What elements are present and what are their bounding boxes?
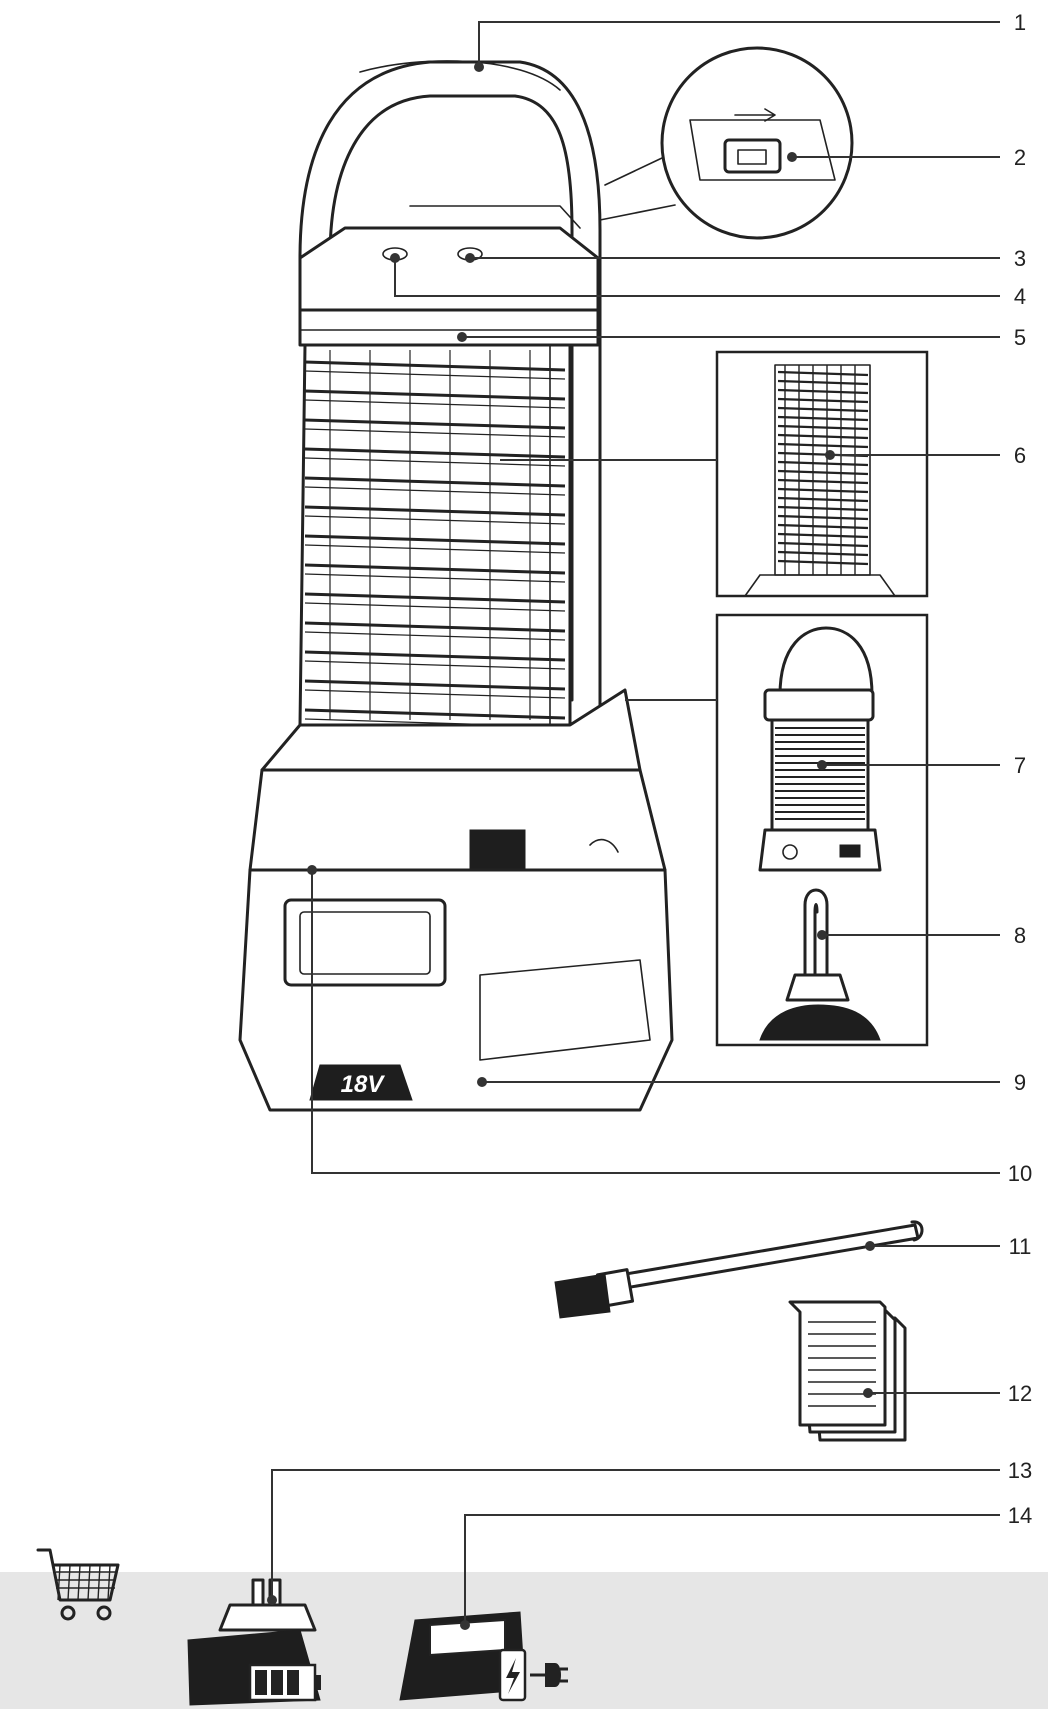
hatch-line — [107, 1564, 111, 1601]
hatch-line — [777, 469, 869, 476]
top-cap — [298, 226, 600, 312]
hatch-line — [304, 650, 566, 662]
hatch-line — [67, 1564, 71, 1601]
hatch-line — [777, 559, 869, 566]
hatch-line — [777, 460, 869, 467]
hatch-line — [304, 544, 566, 554]
hatch-line — [304, 486, 566, 496]
hatch-line — [304, 360, 566, 372]
callout-2: 2 — [1014, 145, 1026, 170]
battery-voltage-badge: 18V — [309, 1064, 413, 1101]
hatch-line — [777, 370, 869, 377]
hatch-line — [304, 573, 566, 583]
hatch-line — [304, 389, 566, 401]
usb-port-detail — [599, 46, 854, 240]
hatch-line — [304, 370, 566, 380]
callout-10: 10 — [1008, 1161, 1032, 1186]
hatch-line — [87, 1564, 91, 1601]
callout-7: 7 — [1014, 753, 1026, 778]
hatch-line — [777, 379, 869, 386]
mini-handle — [778, 626, 874, 697]
callout-8: 8 — [1014, 923, 1026, 948]
hatch-line — [777, 397, 869, 404]
hatch-line — [777, 406, 869, 413]
bulb-detail-box — [715, 613, 929, 1047]
instruction-manual — [788, 1300, 907, 1442]
handle-inner — [328, 94, 574, 702]
hatch-line — [304, 592, 566, 604]
hatch-line — [97, 1564, 101, 1601]
callout-14: 14 — [1008, 1503, 1032, 1528]
hatch-line — [304, 563, 566, 575]
hatch-line — [777, 424, 869, 431]
usb-icon — [734, 108, 776, 122]
hatch-line — [777, 478, 869, 485]
hatch-line — [777, 550, 869, 557]
hatch-line — [304, 476, 566, 488]
callout-3: 3 — [1014, 246, 1026, 271]
lower-collar — [260, 688, 642, 772]
callout-13: 13 — [1008, 1458, 1032, 1483]
uv-bulb — [759, 888, 881, 1041]
battery-pack-accessory — [187, 1578, 321, 1706]
hatch-line — [304, 418, 566, 430]
charger-accessory — [399, 1611, 568, 1702]
battery-window — [283, 898, 447, 987]
lamp-icon — [589, 838, 619, 853]
upper-collar — [298, 308, 600, 347]
shopping-cart-icon — [36, 1548, 120, 1621]
hatch-line — [77, 1564, 81, 1601]
hatch-line — [777, 487, 869, 494]
callout-5: 5 — [1014, 325, 1026, 350]
leader-dots — [267, 62, 875, 1630]
callout-6: 6 — [1014, 443, 1026, 468]
plug-icon — [530, 1663, 568, 1687]
lightning-icon — [506, 1658, 520, 1694]
grid-detail-box — [715, 350, 929, 598]
hatch-line — [777, 532, 869, 539]
hatch-line — [304, 447, 566, 459]
hatch-line — [777, 442, 869, 449]
hatch-line — [304, 679, 566, 691]
hatch-line — [304, 621, 566, 633]
callout-11: 11 — [1009, 1234, 1032, 1259]
callout-1: 1 — [1014, 10, 1026, 35]
hatch-line — [304, 515, 566, 525]
hatch-line — [304, 399, 566, 409]
hatch-line — [777, 514, 869, 521]
battery-housing-lower — [238, 868, 674, 1112]
callout-12: 12 — [1008, 1381, 1032, 1406]
callout-9: 9 — [1014, 1070, 1026, 1095]
battery-voltage-label: 18V — [341, 1071, 386, 1098]
hatch-line — [777, 541, 869, 548]
hatch-line — [304, 505, 566, 517]
hatch-line — [777, 505, 869, 512]
hatch-line — [304, 708, 566, 720]
grid-slats — [304, 350, 566, 728]
callout-numbers: 1 2 3 4 5 6 7 8 9 10 11 12 13 14 — [1008, 10, 1032, 1528]
hatch-line — [777, 415, 869, 422]
hatch-line — [777, 523, 869, 530]
hatch-line — [777, 388, 869, 395]
hatch-line — [777, 433, 869, 440]
hatch-line — [304, 689, 566, 699]
hatch-line — [304, 457, 566, 467]
hatch-line — [304, 428, 566, 438]
leader-lines — [271, 21, 1000, 1625]
battery-housing-upper — [248, 768, 667, 872]
callout-4: 4 — [1014, 284, 1026, 309]
hatch-line — [57, 1564, 61, 1601]
hatch-line — [304, 631, 566, 641]
hatch-line — [304, 660, 566, 670]
hatch-line — [304, 602, 566, 612]
cleaning-brush — [554, 1220, 924, 1319]
hatch-line — [777, 496, 869, 503]
hatch-line — [304, 534, 566, 546]
